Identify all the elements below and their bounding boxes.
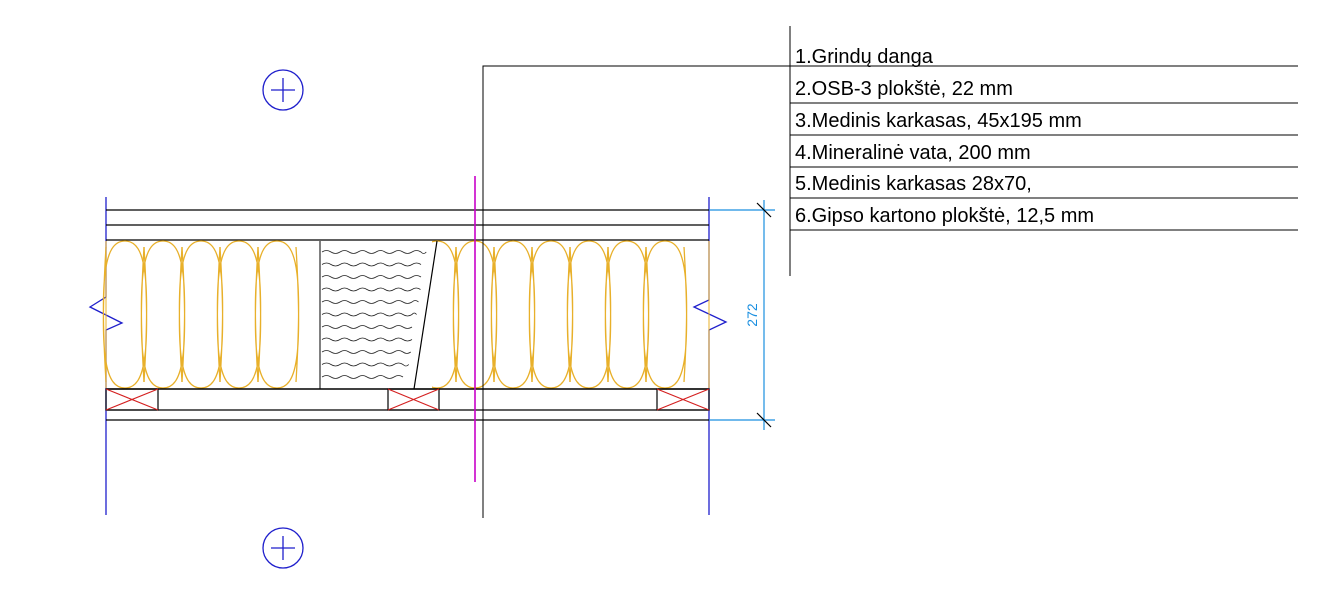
legend-item-6: 6.Gipso kartono plokštė, 12,5 mm [795,205,1094,227]
insulation-loop [216,240,262,389]
legend-item-3: 3.Medinis karkasas, 45x195 mm [795,110,1082,132]
timber-battens-cross-section [105,388,710,411]
joist-grain-line [321,262,422,267]
insulation-loop [604,240,650,389]
dimension-line [709,200,775,430]
insulation-loop [254,240,300,389]
joist-grain-line [321,275,422,279]
grid-axis-marker-top [262,69,304,111]
joist-grain-line [321,337,413,342]
grid-axis-marker-bottom [262,527,304,569]
insulation-loop [490,240,536,389]
joist-grain-line [321,375,404,379]
batten-cross [656,388,710,411]
legend-item-5: 5.Medinis karkasas 28x70, [795,173,1032,195]
dimension-tick-marks [756,202,772,428]
insulation-loop [528,240,574,389]
legend-item-4: 4.Mineralinė vata, 200 mm [795,142,1031,164]
batten-outline [105,388,159,411]
batten-cross [105,388,159,411]
batten-outline [387,388,440,411]
insulation-loop [178,240,224,389]
joist-grain-line [321,350,411,354]
dimension-value: 272 [744,303,760,327]
insulation-loop [642,240,688,389]
joist-grain-line [321,300,419,304]
insulation-loop [140,240,186,389]
break-line-right [692,197,728,515]
joist-grain-line [321,362,410,367]
legend-leader-line [482,65,1298,518]
batten-cross [387,388,440,411]
legend-table: 1.Grindų danga 2.OSB-3 plokštė, 22 mm 3.… [789,26,1298,276]
floor-layers-top [106,209,709,241]
timber-joist-elevation [319,240,438,390]
batten-outline [656,388,710,411]
legend-item-1: 1.Grindų danga [795,46,934,68]
joist-grain-line [321,325,413,329]
insulation-loop [566,240,612,389]
joist-grain-line [321,250,427,254]
legend-item-2: 2.OSB-3 plokštė, 22 mm [795,78,1013,100]
insulation-loop [102,240,148,389]
joist-grain-line [321,287,421,292]
joist-grain-line [321,312,417,317]
